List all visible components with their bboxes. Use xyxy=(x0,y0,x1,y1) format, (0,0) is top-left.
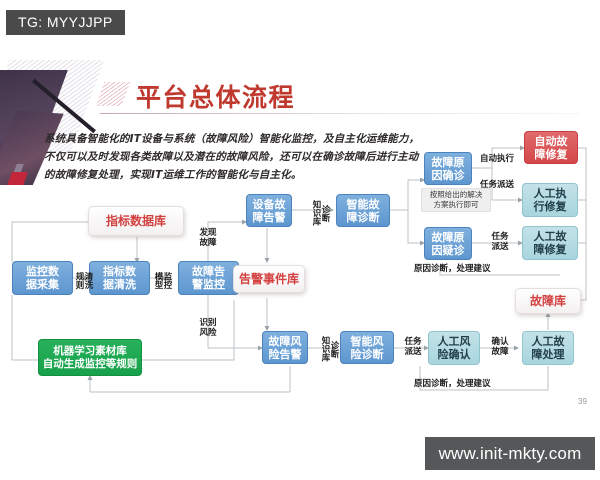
edge-label-monitoring-model: 监控 模型 xyxy=(153,271,172,289)
node-label: 人工风 险确认 xyxy=(437,335,471,361)
edge-label-automatic-execution: 自动执行 xyxy=(479,154,514,164)
node-fault-risk-alarm[interactable]: 故障风 险告警 xyxy=(262,331,308,364)
node-smart-fault-diagnosis[interactable]: 智能故 障诊断 xyxy=(336,194,390,227)
node-device-fault-alarm[interactable]: 设备故 障告警 xyxy=(246,194,292,227)
node-label: 智能风 险诊断 xyxy=(350,334,384,361)
edge-label-task-dispatch-3: 任务 派送 xyxy=(404,337,422,357)
node-label: 故障原 因确诊 xyxy=(431,155,465,182)
node-manual-fault-repair[interactable]: 人工故 障修复 xyxy=(522,226,578,260)
node-monitor-data-collection[interactable]: 监控数 据采集 xyxy=(12,261,73,295)
node-label: 告警事件库 xyxy=(238,271,299,286)
node-label: 智能故 障诊断 xyxy=(346,197,380,224)
edge-label-diagnosis-kb-bottom: 诊断 知识库 xyxy=(320,336,339,362)
node-alarm-event-database[interactable]: 告警事件库 xyxy=(233,265,305,293)
node-label: 指标数 据清洗 xyxy=(103,265,136,291)
node-label: 人工故 障修复 xyxy=(533,230,567,256)
node-label: 故障告 警监控 xyxy=(192,265,225,291)
note-label: 按照给出的解决 方案执行即可 xyxy=(429,190,483,209)
edge-label-confirm-fault: 确认 故障 xyxy=(491,337,509,357)
node-label: 故障原 因疑诊 xyxy=(431,230,465,257)
intro-line-2: 不仅可以及时发现各类故障以及潜在的故障风险，还可以在确诊故障后进行主动 xyxy=(44,151,419,163)
node-label: 监控数 据采集 xyxy=(26,265,59,291)
edge-label-task-dispatch-1: 任务派送 xyxy=(479,180,514,190)
node-label: 人工故 障处理 xyxy=(531,335,565,361)
edge-label-diagnosis-kb-top: 诊断 知识库 xyxy=(311,200,330,226)
node-label: 设备故 障告警 xyxy=(252,197,286,224)
node-metric-database[interactable]: 指标数据库 xyxy=(88,206,184,236)
node-fault-database[interactable]: 故障库 xyxy=(515,288,581,314)
node-manual-fault-handling[interactable]: 人工故 障处理 xyxy=(522,331,574,365)
edge-label-cleaning-rule: 清洗 规则 xyxy=(74,271,93,289)
node-label: 故障库 xyxy=(529,293,566,308)
node-fault-cause-confirmed[interactable]: 故障原 因确诊 xyxy=(424,152,472,185)
page-title: 平台总体流程 xyxy=(136,83,296,112)
node-fault-cause-suspected[interactable]: 故障原 因疑诊 xyxy=(424,227,472,260)
page-number: 39 xyxy=(578,397,587,406)
node-machine-learning-library[interactable]: 机器学习素材库 自动生成监控等规则 xyxy=(38,339,142,376)
tg-tag-watermark: TG: MYYJJPP xyxy=(6,10,125,35)
node-metric-data-cleaning[interactable]: 指标数 据清洗 xyxy=(89,261,150,295)
node-smart-risk-diagnosis[interactable]: 智能风 险诊断 xyxy=(340,331,394,364)
note-solution-execution: 按照给出的解决 方案执行即可 xyxy=(421,188,491,212)
site-watermark: www.init-mkty.com xyxy=(425,437,595,470)
title-divider xyxy=(100,113,580,114)
intro-paragraph: 系统具备智能化的IT设备与系统（故障风险）智能化监控，及自主化运维能力， 不仅可… xyxy=(44,130,420,184)
node-label: 自动故 障修复 xyxy=(534,134,568,161)
node-label: 故障风 险告警 xyxy=(268,334,302,361)
node-label: 人工执 行修复 xyxy=(533,187,567,213)
node-manual-risk-confirmation[interactable]: 人工风 险确认 xyxy=(428,331,480,365)
node-label: 机器学习素材库 自动生成监控等规则 xyxy=(42,344,138,370)
edge-label-cause-advice-bottom: 原因诊断，处理建议 xyxy=(414,379,491,389)
edge-label-cause-advice-top: 原因诊断，处理建议 xyxy=(414,264,491,274)
node-manual-execute-repair[interactable]: 人工执 行修复 xyxy=(522,183,578,217)
intro-line-3: 的故障修复处理，实现IT运维工作的智能化与自主化。 xyxy=(44,169,302,181)
intro-line-1: 系统具备智能化的IT设备与系统（故障风险）智能化监控，及自主化运维能力， xyxy=(44,133,420,145)
edge-label-task-dispatch-2: 任务 派送 xyxy=(491,232,509,252)
edge-label-find-fault: 发现 故障 xyxy=(199,228,217,248)
node-automatic-fault-repair[interactable]: 自动故 障修复 xyxy=(524,131,578,164)
node-fault-alarm-monitoring[interactable]: 故障告 警监控 xyxy=(178,261,239,295)
edge-label-identify-risk: 识别 风险 xyxy=(199,318,217,338)
node-label: 指标数据库 xyxy=(105,213,166,228)
